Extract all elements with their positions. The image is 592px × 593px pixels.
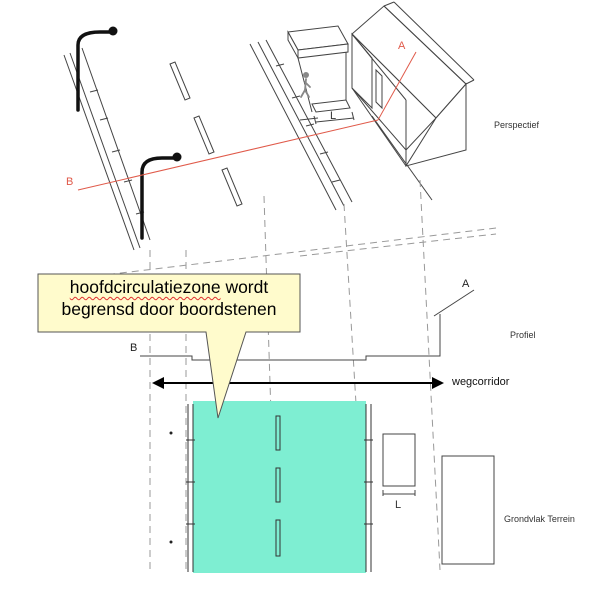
label-perspectief: Perspectief [494, 120, 540, 130]
lamp-post-dots [169, 431, 173, 544]
label-dimension-l-bottom: L [395, 499, 402, 511]
house-plan [441, 455, 495, 565]
lane-markings [275, 415, 281, 557]
ground-plan-curbs [186, 404, 373, 572]
callout-line-2: begrensd door boordstenen [61, 299, 277, 319]
label-dimension-l-top: L [330, 110, 337, 122]
label-profile-a: A [462, 278, 470, 290]
dimension-l-top [313, 111, 355, 125]
profile-line [140, 289, 475, 361]
callout-word-rest: wordt [225, 277, 269, 297]
wegcorridor-arrow [152, 377, 444, 389]
label-section-a: A [398, 40, 406, 52]
label-grondvlak: Grondvlak Terrein [504, 514, 575, 524]
lamp-post-icon [76, 26, 182, 240]
label-profile-b: B [130, 342, 138, 354]
house-icon [351, 1, 475, 167]
perspective-road [63, 39, 433, 251]
section-line [77, 51, 417, 191]
callout-balloon [37, 273, 301, 419]
shelter-plan [382, 433, 416, 496]
label-section-b: B [66, 176, 74, 188]
callout-text: hoofdcirculatiezone wordt begrensd door … [40, 276, 298, 320]
callout-word-underlined: hoofdcirculatiezone [69, 277, 221, 297]
label-wegcorridor: wegcorridor [452, 376, 510, 388]
label-profiel: Profiel [510, 330, 536, 340]
pedestrian-icon [300, 72, 311, 98]
bus-shelter-icon [287, 25, 351, 113]
